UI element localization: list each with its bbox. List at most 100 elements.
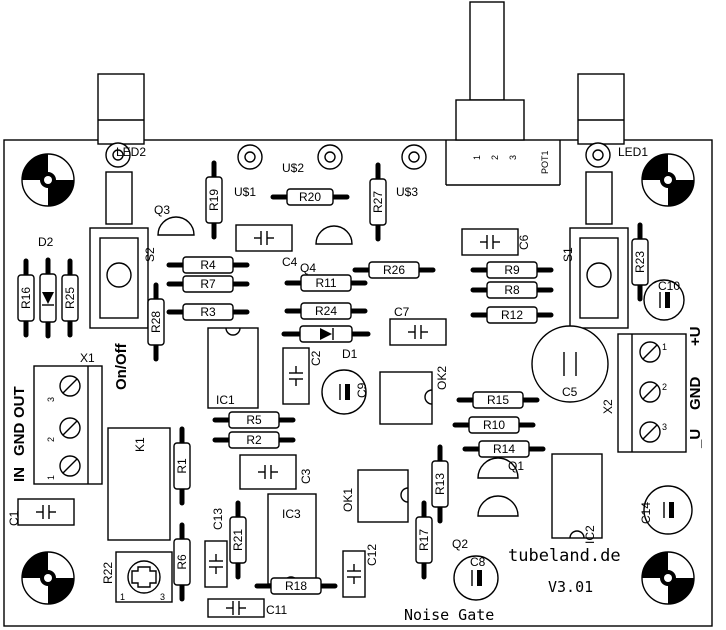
capacitor-c13 xyxy=(204,540,228,588)
trimmer-pin-1: 1 xyxy=(120,592,125,602)
label-r4: R4 xyxy=(200,258,216,272)
capacitor-c6 xyxy=(461,228,519,256)
ic1 xyxy=(207,327,259,409)
resistor-r26 xyxy=(368,261,420,279)
resistor-r18 xyxy=(270,577,322,595)
resistor-r10 xyxy=(468,416,520,434)
label-d2: D2 xyxy=(38,235,54,249)
label-c6: C6 xyxy=(517,234,531,250)
label-q2: Q2 xyxy=(452,537,468,551)
resistor-r13 xyxy=(431,460,449,508)
x2-pin-3: 3 xyxy=(662,422,667,432)
label-u1: U$1 xyxy=(234,185,256,199)
label-x2: X2 xyxy=(601,399,615,414)
trimmer-pin-3: 3 xyxy=(160,592,165,602)
x2-pin-1: 1 xyxy=(662,342,667,352)
label-d1: D1 xyxy=(342,347,358,361)
label-pot1: POT1 xyxy=(540,150,550,174)
pad-u3 xyxy=(401,144,427,170)
label-r5: R5 xyxy=(246,413,262,427)
led2-body xyxy=(97,73,145,225)
capacitor-c8 xyxy=(453,555,499,601)
label-c3: C3 xyxy=(299,468,313,484)
label-x1: X1 xyxy=(80,351,95,365)
resistor-r2 xyxy=(228,431,280,449)
resistor-r1 xyxy=(173,442,191,490)
brand-text: tubeland.de xyxy=(508,546,621,566)
mounting-hole-bottom-left xyxy=(21,551,75,605)
x1-pin-1: 1 xyxy=(46,475,56,480)
pad-u1 xyxy=(237,144,263,170)
transistor-q4 xyxy=(315,225,353,245)
ic2 xyxy=(551,453,603,539)
mounting-hole-bottom-right xyxy=(641,551,695,605)
label-r10: R10 xyxy=(483,418,505,432)
label-r20: R20 xyxy=(299,190,321,204)
ic3 xyxy=(267,493,317,585)
resistor-r17 xyxy=(415,516,433,564)
transistor-q3 xyxy=(157,216,195,236)
x1-label-out: OUT xyxy=(11,386,28,418)
label-q4: Q4 xyxy=(300,261,316,275)
label-c5: C5 xyxy=(562,385,578,399)
optocoupler-ok1 xyxy=(357,469,409,523)
label-r24: R24 xyxy=(315,304,337,318)
trimmer-r22 xyxy=(115,551,173,603)
resistor-r24 xyxy=(300,302,352,320)
label-ic2: IC2 xyxy=(583,525,597,544)
resistor-r12 xyxy=(486,306,538,324)
label-led2: LED2 xyxy=(116,145,146,159)
pot-pin-2: 2 xyxy=(490,155,500,160)
label-r25: R25 xyxy=(63,287,77,309)
x2-label-plus: +U xyxy=(687,326,704,346)
mounting-hole-top-left xyxy=(21,153,75,207)
resistor-r3 xyxy=(182,303,234,321)
capacitor-c3 xyxy=(239,454,297,490)
title-text: Noise Gate xyxy=(404,606,494,624)
resistor-r28 xyxy=(147,298,165,346)
label-c8: C8 xyxy=(470,555,486,569)
switch-s1 xyxy=(569,227,629,329)
resistor-r9 xyxy=(486,261,538,279)
terminal-x2 xyxy=(617,333,687,453)
label-r12: R12 xyxy=(501,308,523,322)
label-r6: R6 xyxy=(175,554,189,570)
capacitor-c4 xyxy=(235,224,293,252)
label-r28: R28 xyxy=(149,311,163,333)
label-r3: R3 xyxy=(200,305,216,319)
optocoupler-ok2 xyxy=(379,371,433,425)
label-r27: R27 xyxy=(371,191,385,213)
label-k1: K1 xyxy=(133,437,147,452)
board-outline xyxy=(3,139,713,627)
label-r13: R13 xyxy=(433,473,447,495)
x2-pin-2: 2 xyxy=(662,382,667,392)
label-s1: S1 xyxy=(561,247,575,262)
led1-body xyxy=(577,73,625,225)
resistor-r11 xyxy=(300,274,352,292)
pad-u2 xyxy=(317,144,343,170)
mounting-hole-top-right xyxy=(641,153,695,207)
label-s2: S2 xyxy=(143,247,157,262)
capacitor-c7 xyxy=(389,318,447,346)
label-r8: R8 xyxy=(504,283,520,297)
label-c11: C11 xyxy=(266,603,287,617)
label-r26: R26 xyxy=(383,263,405,277)
transistor-q1 xyxy=(477,457,519,479)
terminal-x1 xyxy=(33,365,103,485)
pot-pin-1: 1 xyxy=(472,155,482,160)
label-r2: R2 xyxy=(246,433,262,447)
label-r19: R19 xyxy=(207,189,221,211)
label-ok1: OK1 xyxy=(341,488,355,512)
resistor-r25 xyxy=(61,274,79,322)
label-ok2: OK2 xyxy=(435,366,449,390)
resistor-r7 xyxy=(182,275,234,293)
capacitor-c1 xyxy=(17,498,75,526)
label-c12: C12 xyxy=(365,544,379,566)
label-r11: R11 xyxy=(315,276,336,290)
label-led1: LED1 xyxy=(618,145,648,159)
resistor-r19 xyxy=(205,176,223,224)
x2-label-gnd: GND xyxy=(687,377,704,411)
resistor-r15 xyxy=(472,391,524,409)
